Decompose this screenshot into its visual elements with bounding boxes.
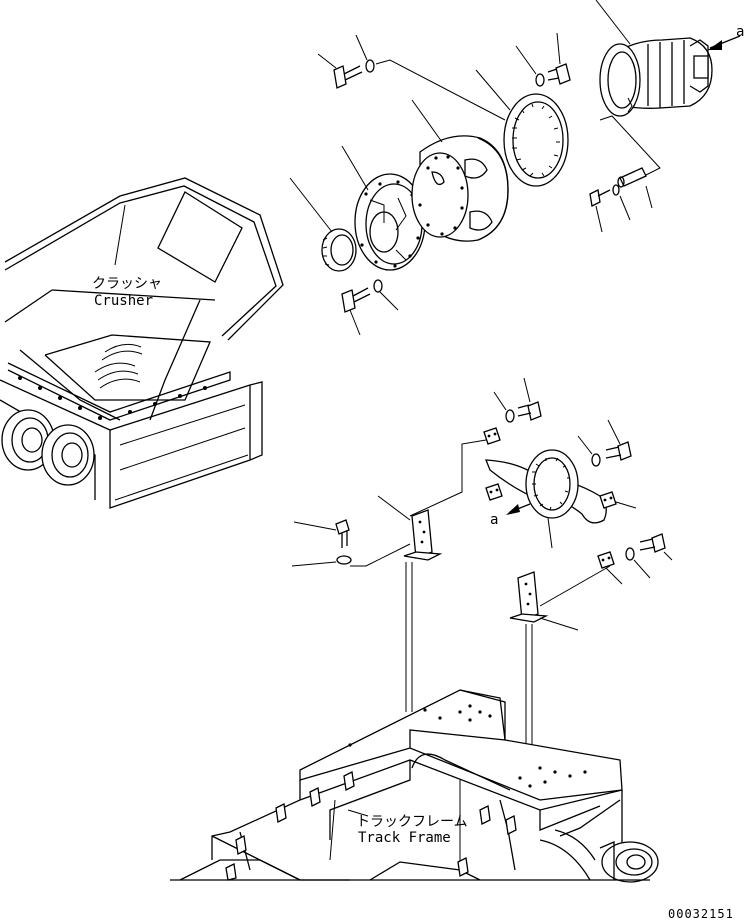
ring-bracket: [485, 449, 607, 549]
washer-hub-lower: [373, 279, 399, 311]
washer-top-left: [355, 34, 375, 73]
pin: [617, 167, 653, 209]
track-frame-assembly: トラックフレーム Track Frame: [170, 689, 659, 883]
l-bracket-left: [377, 495, 443, 561]
crusher-label-en: Crusher: [94, 293, 153, 309]
reference-arrow-a-top: a: [708, 24, 744, 50]
bolt-left-bracket: [293, 519, 350, 548]
track-frame-label-en: Track Frame: [358, 830, 451, 846]
crusher-teeth: [94, 343, 143, 389]
bolt-right-small: [589, 189, 611, 233]
washer-right-small: [612, 184, 631, 221]
washer-left-bracket: [291, 555, 352, 567]
plate-clip-upper: [483, 427, 501, 445]
bolt-mid-top: [517, 377, 542, 421]
bracket-parts-group: a: [291, 377, 673, 780]
deck-holes: [348, 704, 587, 788]
hub-plate: [341, 145, 426, 271]
crusher-label-jp: クラッシャ: [92, 276, 162, 292]
bolt-top-center: [547, 32, 571, 85]
crusher-assembly: クラッシャ Crusher: [0, 177, 284, 509]
spline-collar: [289, 177, 357, 272]
bolt-right-upper: [605, 419, 632, 461]
frame-motor: [599, 841, 659, 883]
crusher-motor-right: [41, 424, 95, 486]
drive-parts-group: a: [289, 0, 744, 336]
drawing-number: 00032151: [668, 907, 734, 921]
bolt-hub-lower: [341, 287, 371, 336]
washer-top-center: [515, 45, 545, 87]
l-bracket-right: [509, 571, 579, 631]
bolt-top-left: [317, 53, 363, 89]
travel-motor: [595, 0, 713, 117]
washer-right-lower: [625, 547, 651, 579]
track-frame-label-jp: トラックフレーム: [356, 814, 468, 830]
plate-clip-right: [599, 491, 637, 509]
plate-clip-lower: [597, 551, 623, 585]
spacer-drum: [411, 99, 509, 242]
plate-clip-mid: [485, 483, 503, 501]
ref-a-label-top: a: [736, 24, 744, 40]
washer-right-upper: [577, 435, 601, 467]
crusher-bolts: [18, 376, 207, 420]
reference-arrow-a-mid: a: [490, 503, 531, 528]
washer-mid-top: [493, 391, 515, 423]
ref-a-label-mid: a: [490, 512, 498, 528]
bolt-right-lower: [639, 533, 673, 561]
bearing-ring: [475, 69, 569, 187]
